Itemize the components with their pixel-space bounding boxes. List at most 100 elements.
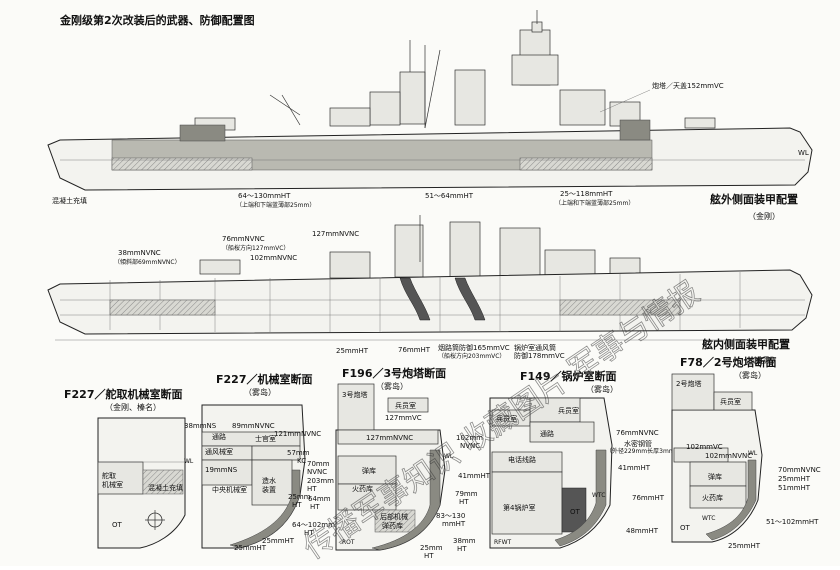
- a76-note: （船桜方向127mmVC）: [222, 244, 289, 252]
- a38-note: （傾斜部69mmNVNC）: [114, 258, 181, 266]
- s2-19ns: 19mmNS: [205, 466, 238, 474]
- section1-title: F227／舵取机械室断面: [64, 387, 182, 401]
- funnel-label: 烟路筒防御165mmVC: [438, 343, 510, 352]
- s2-passage: 通路: [212, 432, 226, 441]
- s3-83b: mmHT: [442, 520, 466, 528]
- a102-label: 102mmNVNC: [250, 254, 297, 262]
- s3-41: 41mmHT: [458, 472, 491, 480]
- s5-wtc: WTC: [702, 515, 715, 522]
- section5-sub: （雾岛）: [734, 370, 766, 380]
- section3-sub: （雾岛）: [376, 381, 408, 391]
- section-turret-3: F196／3号炮塔断面 （雾岛） 3号炮塔 兵员室 127mmVC 127mmN…: [335, 366, 491, 560]
- s3-102: 102mm: [456, 434, 483, 442]
- s2-25bot2: 25mmHT: [234, 544, 267, 552]
- s5-turret: 2号炮塔: [676, 379, 701, 388]
- section1-ot: OT: [112, 521, 123, 529]
- s3-102b: NVNC: [460, 442, 480, 450]
- s5-magazine: 弹库: [708, 472, 722, 481]
- s2-203: 203mm: [307, 477, 334, 485]
- s3-crew: 兵员室: [395, 401, 416, 410]
- s2-89: 89mmNVNC: [232, 422, 275, 430]
- s3-rot: ROT: [342, 539, 355, 546]
- s3-38: 38mm: [453, 537, 476, 545]
- a38-label: 38mmNVNC: [118, 249, 161, 257]
- s4-wiring: 电话线路: [508, 455, 536, 464]
- s4-wt-note: （外径229mm长厚3mm）: [606, 447, 681, 455]
- section1-concrete: 混凝土充填: [148, 483, 183, 492]
- s3-magazine: 弹库: [362, 466, 376, 475]
- s4-watertight: 水密钢管: [624, 439, 652, 448]
- s4-76: 76mmHT: [632, 494, 665, 502]
- section-turret-2: F78／2号炮塔断面 （雾岛） 2号炮塔 兵员室 102mmVC 102mmNV…: [671, 355, 821, 550]
- s2-64-102b: HT: [304, 529, 314, 537]
- s3-79b: HT: [459, 498, 469, 506]
- turret-armor-label: 炮塔／天盖152mmVC: [652, 81, 724, 90]
- funnel-note: （船桜方向203mmVC）: [438, 352, 505, 360]
- hull-2: [47, 269, 813, 335]
- s4-wtc: WTC: [592, 492, 605, 499]
- s2-officer: 士官室: [255, 434, 276, 443]
- s2-64-102: 64～102mm: [292, 521, 335, 529]
- s2-64b: HT: [310, 503, 320, 511]
- concrete-label-1: 混凝土充填: [52, 196, 87, 205]
- wl-label-1: WL: [798, 149, 809, 157]
- caption-interior: 舷内侧面装甲配置: [702, 337, 790, 351]
- section1-sub: （金刚、榛名）: [105, 402, 161, 412]
- caption-interior-sub: （金刚）: [748, 355, 780, 365]
- s5-70: 70mmNVNC: [778, 466, 821, 474]
- s2-25htb: HT: [292, 501, 302, 509]
- s5-powder: 火药库: [702, 493, 723, 502]
- a127-label: 127mmNVNC: [312, 230, 359, 238]
- s5-25b: 25mmHT: [728, 542, 761, 550]
- profile-interior-armor: 38mmNVNC （傾斜部69mmNVNC） 76mmNVNC （船桜方向127…: [47, 215, 813, 365]
- s2-70b: NVNC: [307, 468, 327, 476]
- s3-83: 83～130: [436, 512, 465, 520]
- s3-turret: 3号炮塔: [342, 390, 367, 399]
- s5-crew: 兵员室: [720, 397, 741, 406]
- s3-aft1: 后部机械: [380, 512, 408, 521]
- s5-102nv: 102mmNVNC: [705, 452, 752, 460]
- s2-64: 64mm: [308, 495, 331, 503]
- s5-wl: WL: [748, 450, 758, 457]
- s3-25b: HT: [424, 552, 434, 560]
- s4-ot: OT: [570, 508, 581, 516]
- s2-70: 70mm: [307, 460, 330, 468]
- belt-aft-note: （上端和下端蓝薄部25mm）: [555, 199, 634, 207]
- belt-aft-label: 25～118mmHT: [560, 190, 613, 198]
- page-title: 金刚级第2次改装后的武器、防御配置图: [59, 13, 255, 27]
- a76b-label: 76mmHT: [398, 346, 431, 354]
- section2-title: F227／机械室断面: [216, 372, 312, 386]
- a76-label: 76mmNVNC: [222, 235, 265, 243]
- s4-41: 41mmHT: [618, 464, 651, 472]
- section4-title: F149／锅炉室断面: [520, 369, 616, 383]
- section1-wl: WL: [184, 458, 194, 465]
- section-machinery-room: F227／机械室断面 （雾岛） 38mmNS 89mmNVNC 121mmNVN…: [184, 372, 335, 552]
- section5-title: F78／2号炮塔断面: [680, 355, 776, 369]
- section1-room-line2: 机械室: [102, 480, 123, 489]
- s3-127vc: 127mmVC: [385, 414, 422, 422]
- s2-25bot: 25mmHT: [262, 537, 295, 545]
- s3-79: 79mm: [455, 490, 478, 498]
- belt-fwd-note: （上端和下端蓝薄部25mm）: [236, 201, 315, 209]
- s4-boiler: 第4锅炉室: [503, 503, 535, 512]
- s4-48: 48mmHT: [626, 527, 659, 535]
- s4-rfwt: RFWT: [494, 539, 512, 546]
- s2-57b: KC: [297, 457, 306, 465]
- s2-condenser1: 造水: [262, 476, 276, 485]
- s3-wl: WL: [444, 453, 454, 460]
- section2-sub: （雾岛）: [244, 387, 276, 397]
- superstructure-1: [194, 10, 716, 131]
- caption-exterior-sub: （金刚）: [748, 211, 780, 221]
- s3-25: 25mm: [420, 544, 443, 552]
- s2-25ht: 25mm: [288, 493, 311, 501]
- s2-121: 121mmNVNC: [274, 430, 321, 438]
- s2-condenser2: 装置: [262, 485, 276, 494]
- superstructure-2: [199, 215, 641, 279]
- section-steering-gear: F227／舵取机械室断面 （金刚、榛名） 舵取 机械室 混凝土充填 OT WL: [64, 387, 194, 549]
- section-boiler-room: F149／锅炉室断面 （雾岛） 兵员室 兵员室 通路 76mmNVNC 水密钢管…: [489, 369, 681, 549]
- s4-passage: 通路: [540, 429, 554, 438]
- boiler-vent-value: 防御178mmVC: [514, 351, 565, 360]
- belt-fwd-label: 64～130mmHT: [238, 192, 291, 200]
- s3-powder: 火药库: [352, 484, 373, 493]
